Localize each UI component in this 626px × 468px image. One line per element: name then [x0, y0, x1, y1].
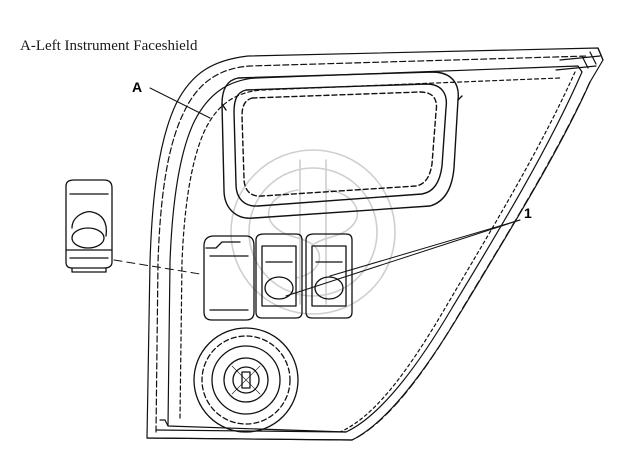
leader-line-1-branch [285, 219, 521, 297]
callout-label-a: A [132, 79, 142, 95]
ignition-switch [193, 327, 299, 433]
figure-caption: A-Left Instrument Faceshield [20, 38, 198, 54]
explode-guide-line [113, 259, 201, 275]
faceshield-panel [146, 47, 604, 441]
callout-label-1: 1 [524, 205, 532, 221]
upper-window-opening [221, 71, 463, 219]
detached-switch [65, 179, 113, 273]
watermark-logo [230, 149, 396, 315]
switch-cluster [203, 233, 353, 321]
leader-line-1 [329, 219, 521, 277]
leader-line-a [149, 87, 211, 119]
